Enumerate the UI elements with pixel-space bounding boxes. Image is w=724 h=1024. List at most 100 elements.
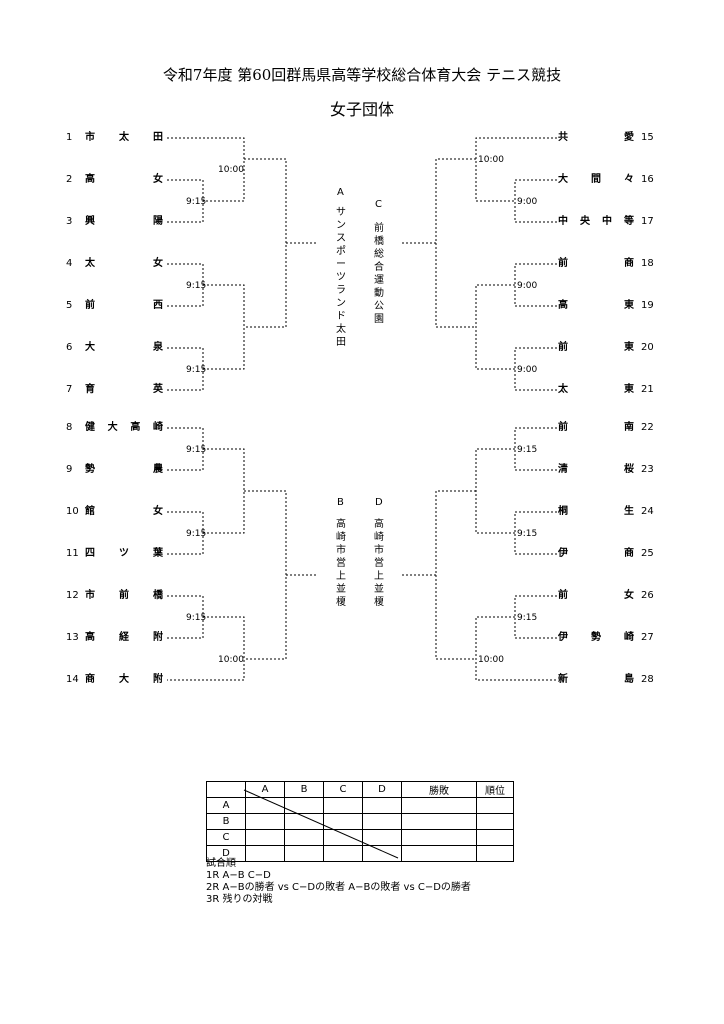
team-name-char: 東: [624, 384, 634, 395]
team-number: 5: [66, 300, 73, 311]
team-number: 17: [641, 216, 654, 227]
team-number: 9: [66, 464, 73, 475]
notes-heading: 試合順: [206, 858, 236, 869]
team-name: 共愛: [558, 131, 634, 145]
team-number: 22: [641, 422, 654, 433]
team-name-char: 田: [153, 132, 163, 143]
team-name-char: 前: [558, 258, 568, 269]
team-number: 23: [641, 464, 654, 475]
venue-label-b: B: [337, 497, 344, 508]
team-name-char: 崎: [152, 422, 163, 433]
team-name-char: 女: [624, 590, 634, 601]
team-name-char: 健: [85, 422, 95, 433]
team-name-char: 泉: [153, 342, 163, 353]
table-row: D: [206, 845, 514, 862]
team-name-char: 中: [558, 216, 568, 227]
team-number: 6: [66, 342, 73, 353]
team-name-char: 清: [558, 464, 568, 475]
team-number: 13: [66, 632, 79, 643]
team-number: 27: [641, 632, 654, 643]
team-name: 前女: [558, 589, 634, 603]
team-number: 25: [641, 548, 654, 559]
team-name: 大間々: [558, 173, 634, 187]
match-time: 10:00: [218, 655, 244, 665]
bracket-line: [514, 427, 557, 471]
team-name-char: 商: [624, 548, 634, 559]
match-time: 9:00: [517, 281, 538, 291]
team-name-char: ツ: [119, 548, 129, 559]
team-number: 14: [66, 674, 79, 685]
team-name: 勢農: [85, 463, 163, 477]
team-name-char: 西: [153, 300, 163, 311]
team-name: 太東: [558, 383, 634, 397]
team-name: 前東: [558, 341, 634, 355]
match-time: 9:15: [186, 529, 207, 539]
team-name-char: 大: [119, 674, 129, 685]
team-name-char: 市: [85, 590, 95, 601]
team-name-char: 経: [119, 632, 129, 643]
bracket-line: [167, 137, 245, 202]
notes-round-1: 1R A−B C−D: [206, 870, 271, 881]
team-number: 4: [66, 258, 73, 269]
team-name: 太女: [85, 257, 163, 271]
team-name-char: 農: [153, 464, 163, 475]
bracket-line: [475, 137, 557, 202]
team-name-char: 太: [85, 258, 95, 269]
team-name: 大泉: [85, 341, 163, 355]
match-time: 9:00: [517, 365, 538, 375]
team-number: 3: [66, 216, 73, 227]
team-name-char: 桜: [624, 464, 634, 475]
team-name: 前商: [558, 257, 634, 271]
team-name-char: 附: [153, 632, 163, 643]
match-time: 9:15: [186, 197, 207, 207]
team-name-char: 女: [153, 174, 163, 185]
venue-label-c: C: [375, 199, 382, 210]
team-name-char: 市: [85, 132, 95, 143]
team-number: 10: [66, 506, 79, 517]
team-name-char: 興: [85, 216, 95, 227]
team-name-char: 商: [624, 258, 634, 269]
team-number: 12: [66, 590, 79, 601]
table-row: A: [206, 797, 514, 814]
team-number: 18: [641, 258, 654, 269]
team-name-char: 高: [85, 632, 95, 643]
team-name-char: 前: [558, 342, 568, 353]
match-time: 10:00: [478, 655, 504, 665]
team-number: 26: [641, 590, 654, 601]
venue-label-d: D: [375, 497, 383, 508]
match-order-notes: 試合順 1R A−B C−D 2R A−Bの勝者 vs C−Dの敗者 A−Bの敗…: [206, 858, 471, 906]
team-name: 前西: [85, 299, 163, 313]
team-name-char: 央: [580, 216, 590, 227]
team-name-char: 崎: [624, 632, 634, 643]
team-name-char: 四: [85, 548, 95, 559]
team-name: 清桜: [558, 463, 634, 477]
team-number: 7: [66, 384, 73, 395]
team-name-char: 中: [602, 216, 612, 227]
team-name-char: 々: [624, 174, 634, 185]
team-name: 高経附: [85, 631, 163, 645]
diagonal-line: [243, 789, 399, 859]
team-name-char: 勢: [85, 464, 95, 475]
team-name-char: 高: [130, 422, 141, 433]
venue-name-d: 高崎市営上並榎: [374, 519, 384, 608]
match-time: 9:15: [186, 613, 207, 623]
team-name: 伊勢崎: [558, 631, 634, 645]
team-name: 高東: [558, 299, 634, 313]
team-name-char: 島: [624, 674, 634, 685]
team-name: 健大高崎: [85, 421, 163, 435]
page-title: 令和7年度 第60回群馬県高等学校総合体育大会 テニス競技: [162, 66, 562, 84]
team-name: 商大附: [85, 673, 163, 687]
team-name-char: 高: [85, 174, 95, 185]
team-name-char: 前: [85, 300, 95, 311]
team-name-char: 高: [558, 300, 568, 311]
team-name: 育英: [85, 383, 163, 397]
team-name-char: 女: [153, 506, 163, 517]
team-name: 高女: [85, 173, 163, 187]
team-name: 前南: [558, 421, 634, 435]
bracket-line: [514, 595, 557, 639]
team-name: 興陽: [85, 215, 163, 229]
team-name-char: 間: [591, 174, 601, 185]
team-name-char: 伊: [558, 548, 568, 559]
